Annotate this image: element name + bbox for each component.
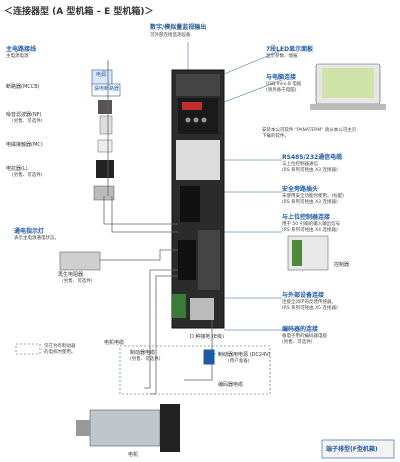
comm-indicator-label: 通电指示灯 (14, 228, 45, 235)
f-connector-label: 端子排型(F型机箱) (326, 446, 378, 453)
terminal-block (178, 240, 196, 280)
motor-label: 电机 (128, 452, 139, 458)
safety-sub2: (RS 系列可经由 X3 连接器) (282, 200, 338, 205)
safety-sub1: 未使用安全功能时使用。(标配) (282, 194, 345, 199)
motor-encoder (160, 404, 180, 452)
power-box-label2: 漏电断路器 (94, 86, 120, 92)
brake-cable-sub: (另售、可选件) (130, 357, 161, 362)
seg7-label: 7段LED显示面板 (266, 46, 314, 53)
panaterm-note2: 下载的软件。 (262, 134, 289, 139)
main-power-sub: 主电源电源 (6, 54, 29, 59)
ext-dev-label: 与外部设备连接 (282, 292, 325, 299)
brake-power-sub: (用户准备) (228, 359, 250, 364)
digital-out-sub: 可外部连接监测设备 (150, 33, 191, 38)
regen-label: 再生电阻器 (58, 272, 84, 278)
encoder-conn-sub1: 备电子用的编码器电缆 (282, 334, 327, 339)
plc-label: 控制器 (334, 262, 350, 268)
upper-label: 与上位控制器连接 (282, 214, 331, 221)
rs485-sub1: 与上位控制器通信 (282, 162, 318, 167)
upper-sub2: (RS 系列可经由 X4 连接器) (282, 228, 338, 233)
mccb-label: 断路器(MCCB) (6, 84, 40, 90)
panaterm-note: 安装本公司软件 "PANATERM" 请从本公司主页 (262, 128, 357, 133)
safety-label: 安全旁路插头 (282, 186, 319, 193)
encoder-cable-label: 编码器电缆 (218, 382, 244, 388)
main-power-label: 主电路接线 (6, 46, 37, 53)
nf-label: 噪音滤波器(NF) (6, 112, 42, 118)
ground-terminal (172, 294, 186, 318)
seven-seg-display (182, 102, 202, 110)
motor-cable-label: 电机电缆 (104, 340, 125, 346)
legend-text: 仅在为有制动器 (44, 344, 76, 349)
x-connector-block (198, 230, 220, 290)
reactor-label: 电抗器(L) (6, 166, 28, 172)
legend-text2: 的电机时使用。 (44, 350, 76, 355)
upper-sub1: 用于 50 引脚的输入输出信号 (282, 222, 341, 227)
brake-power-label: 制动器用电源 (DC24V) (218, 352, 271, 358)
drive-top-panel (176, 74, 220, 96)
encoder-conn-label: 编码器的连接 (282, 326, 319, 333)
mc-label: 电磁接触器(MC) (6, 142, 43, 148)
pc-conn-sub2: (请另备于电脑) (266, 88, 297, 93)
nf-sub: (另售、可选件) (12, 119, 43, 124)
ground-label: D 种接地 (E级) (190, 334, 225, 340)
digital-out-label: 数字/模拟量监视输出 (150, 24, 207, 31)
x6-connector (190, 298, 214, 320)
x4-connector (180, 186, 200, 222)
encoder-conn-sub2: (另售、可选件) (282, 340, 313, 345)
page-title: ＜连接器型 (A 型机箱 – E 型机箱)＞ (4, 7, 154, 17)
power-box-label: 电源 (96, 72, 107, 78)
brake-cable-label: 制动器电缆 (130, 350, 156, 356)
seg7-sub: 显示参数、情报 (266, 54, 298, 59)
ext-dev-sub1: 连接全闭环的反馈传感器。 (282, 300, 336, 305)
regen-sub: (另售、可选件) (62, 279, 93, 284)
servo-motor (89, 409, 161, 447)
comm-indicator-sub: 表示主电源通电状态。 (14, 236, 59, 241)
pc-conn-sub1: USB mini-B 电缆 (266, 82, 302, 87)
ext-dev-sub2: (RS 系列可经由 X5 连接器) (282, 306, 338, 311)
reactor-sub: (另售、可选件) (12, 173, 43, 178)
rs485-sub2: (RS 系列可经由 X3 连接器) (282, 168, 338, 173)
rs485-label: RS485/232通信电缆 (282, 154, 343, 161)
drive-front-label (176, 140, 220, 180)
pc-conn-label: 与电脑连接 (266, 74, 297, 81)
